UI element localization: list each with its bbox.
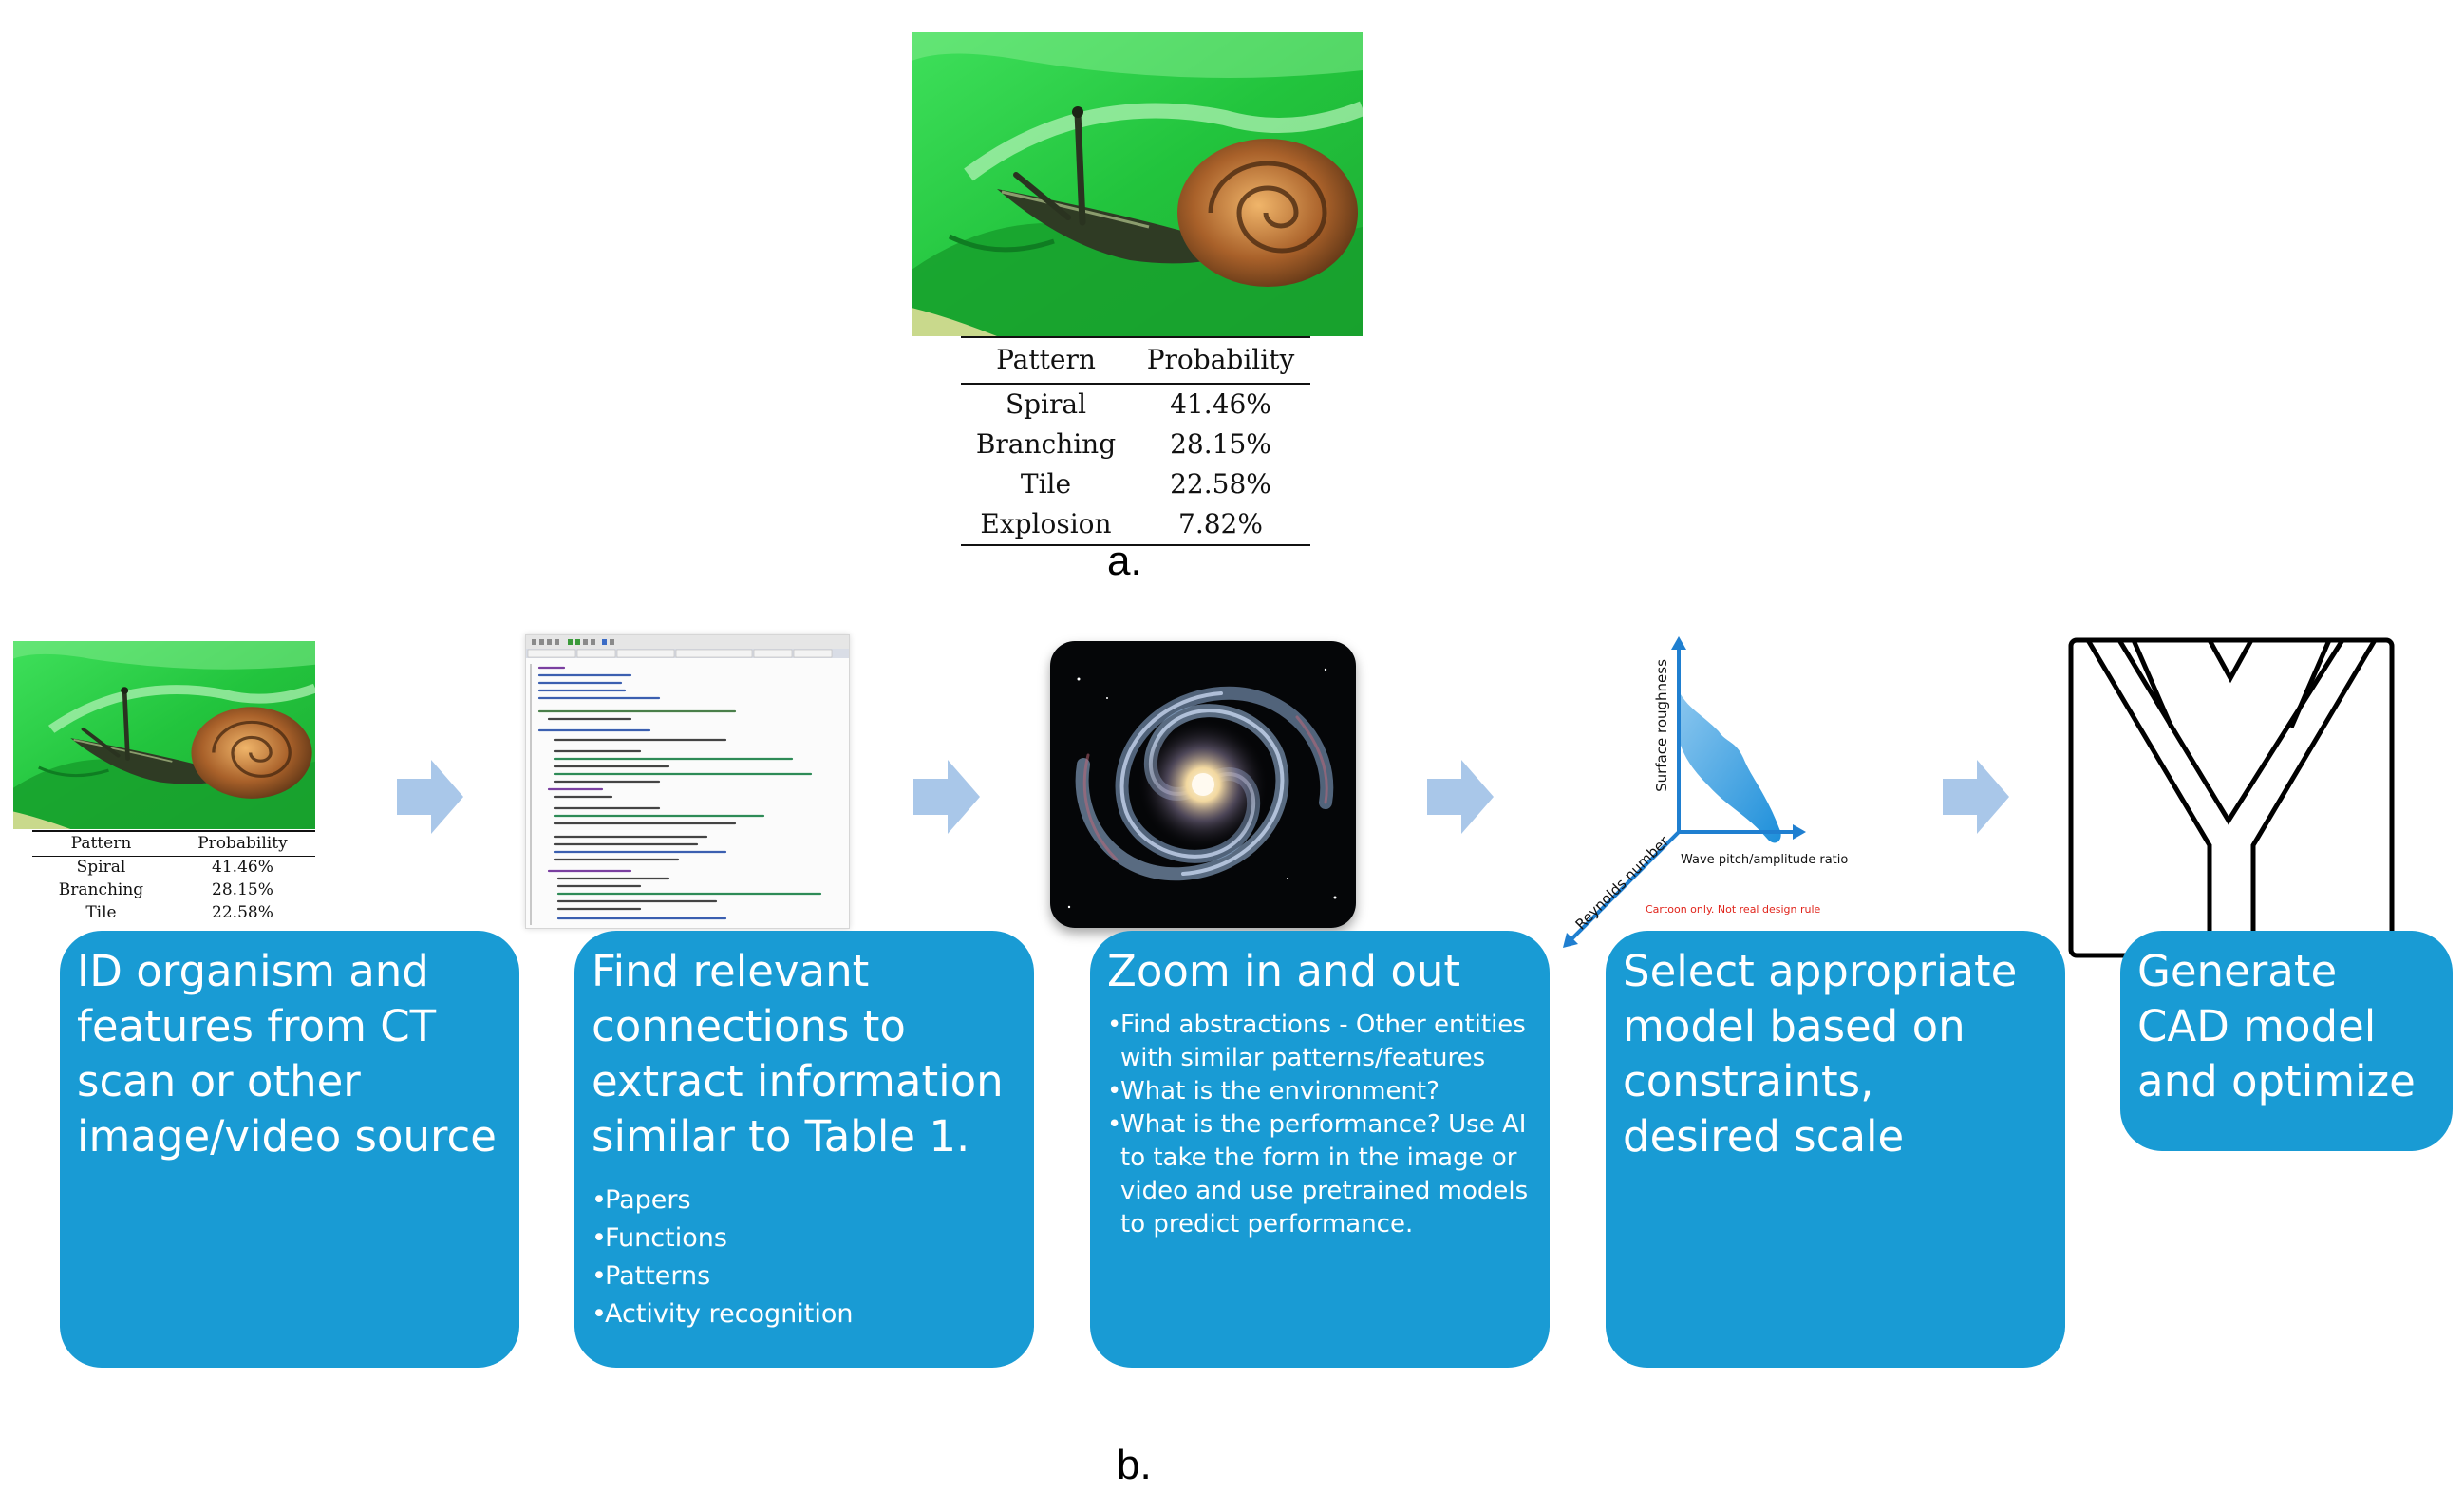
flow-arrow-icon bbox=[397, 760, 463, 834]
table-row: Spiral 41.46% bbox=[32, 857, 315, 880]
flow-arrow-icon bbox=[1427, 760, 1494, 834]
table-cell: 41.46% bbox=[1170, 388, 1271, 420]
table-row: Tile 22.58% bbox=[32, 902, 315, 925]
table-cell: 28.15% bbox=[1170, 428, 1271, 460]
list-item: Activity recognition bbox=[592, 1295, 1013, 1333]
step-title: Find relevant connections to extract inf… bbox=[592, 946, 1004, 1162]
table-cell: Branching bbox=[58, 880, 144, 899]
table-cell: 22.58% bbox=[212, 903, 273, 922]
step-card-zoom: Zoom in and out Find abstractions - Othe… bbox=[1090, 931, 1550, 1368]
table-header-probability: Probability bbox=[1130, 336, 1310, 385]
chart-note: Cartoon only. Not real design rule bbox=[1646, 903, 1821, 916]
step-title: Generate CAD model and optimize bbox=[2137, 946, 2416, 1106]
step-card-generate-cad: Generate CAD model and optimize bbox=[2120, 931, 2453, 1151]
snail-photo-large bbox=[912, 32, 1363, 336]
table-row: Branching 28.15% bbox=[32, 879, 315, 902]
flow-arrow-icon bbox=[913, 760, 980, 834]
cad-branch-model bbox=[2067, 636, 2396, 959]
code-editor-screenshot bbox=[525, 634, 850, 929]
step-bullet-list: Papers Functions Patterns Activity recog… bbox=[592, 1181, 1013, 1333]
list-item: What is the performance? Use AI to take … bbox=[1107, 1108, 1529, 1241]
table-cell: 22.58% bbox=[1170, 468, 1271, 500]
flow-arrow-icon bbox=[1943, 760, 2009, 834]
step-title: Zoom in and out bbox=[1107, 946, 1461, 996]
snail-photo-small bbox=[13, 641, 315, 829]
y-axis-label: Surface roughness bbox=[1653, 659, 1670, 792]
panel-b-caption: b. bbox=[1117, 1442, 1152, 1488]
step-card-connections: Find relevant connections to extract inf… bbox=[574, 931, 1034, 1368]
table-row: Spiral 41.46% bbox=[961, 384, 1310, 425]
table-row: Tile 22.58% bbox=[961, 464, 1310, 504]
table-row: Explosion 7.82% bbox=[961, 504, 1310, 546]
table-cell: 28.15% bbox=[212, 880, 273, 899]
z-axis bbox=[1567, 830, 1681, 944]
step-title: Select appropriate model based on constr… bbox=[1623, 946, 2018, 1162]
table-cell: Tile bbox=[85, 903, 117, 922]
list-item: What is the environment? bbox=[1107, 1075, 1529, 1108]
table-header-pattern: Pattern bbox=[961, 336, 1131, 385]
step-card-identify: ID organism and features from CT scan or… bbox=[60, 931, 519, 1368]
table-cell: Branching bbox=[975, 428, 1117, 460]
table-cell: Spiral bbox=[1005, 388, 1087, 420]
spiral-galaxy-image bbox=[1050, 641, 1356, 928]
design-rule-chart bbox=[1557, 636, 1871, 950]
step-bullet-list: Find abstractions - Other entities with … bbox=[1107, 1009, 1529, 1241]
table-cell: 7.82% bbox=[1130, 504, 1310, 546]
list-item: Patterns bbox=[592, 1257, 1013, 1295]
table-cell: Tile bbox=[1020, 468, 1072, 500]
table-cell: Spiral bbox=[76, 858, 126, 877]
panel-a-caption: a. bbox=[1107, 538, 1142, 584]
pattern-probability-table: Pattern Probability Spiral 41.46% Branch… bbox=[961, 336, 1310, 546]
table-header-probability: Probability bbox=[169, 830, 315, 857]
chart-surface bbox=[1677, 691, 1781, 843]
table-cell: 41.46% bbox=[212, 858, 273, 877]
list-item: Find abstractions - Other entities with … bbox=[1107, 1009, 1529, 1075]
list-item: Functions bbox=[592, 1219, 1013, 1257]
list-item: Papers bbox=[592, 1181, 1013, 1219]
x-axis-label: Wave pitch/amplitude ratio bbox=[1681, 853, 1849, 867]
table-row: Branching 28.15% bbox=[961, 425, 1310, 464]
step-title: ID organism and features from CT scan or… bbox=[77, 946, 497, 1162]
table-header-pattern: Pattern bbox=[32, 830, 170, 857]
small-pattern-table: Pattern Probability Spiral 41.46% Branch… bbox=[32, 830, 315, 925]
step-card-select-model: Select appropriate model based on constr… bbox=[1606, 931, 2065, 1368]
table-cell: Explosion bbox=[961, 504, 1131, 546]
